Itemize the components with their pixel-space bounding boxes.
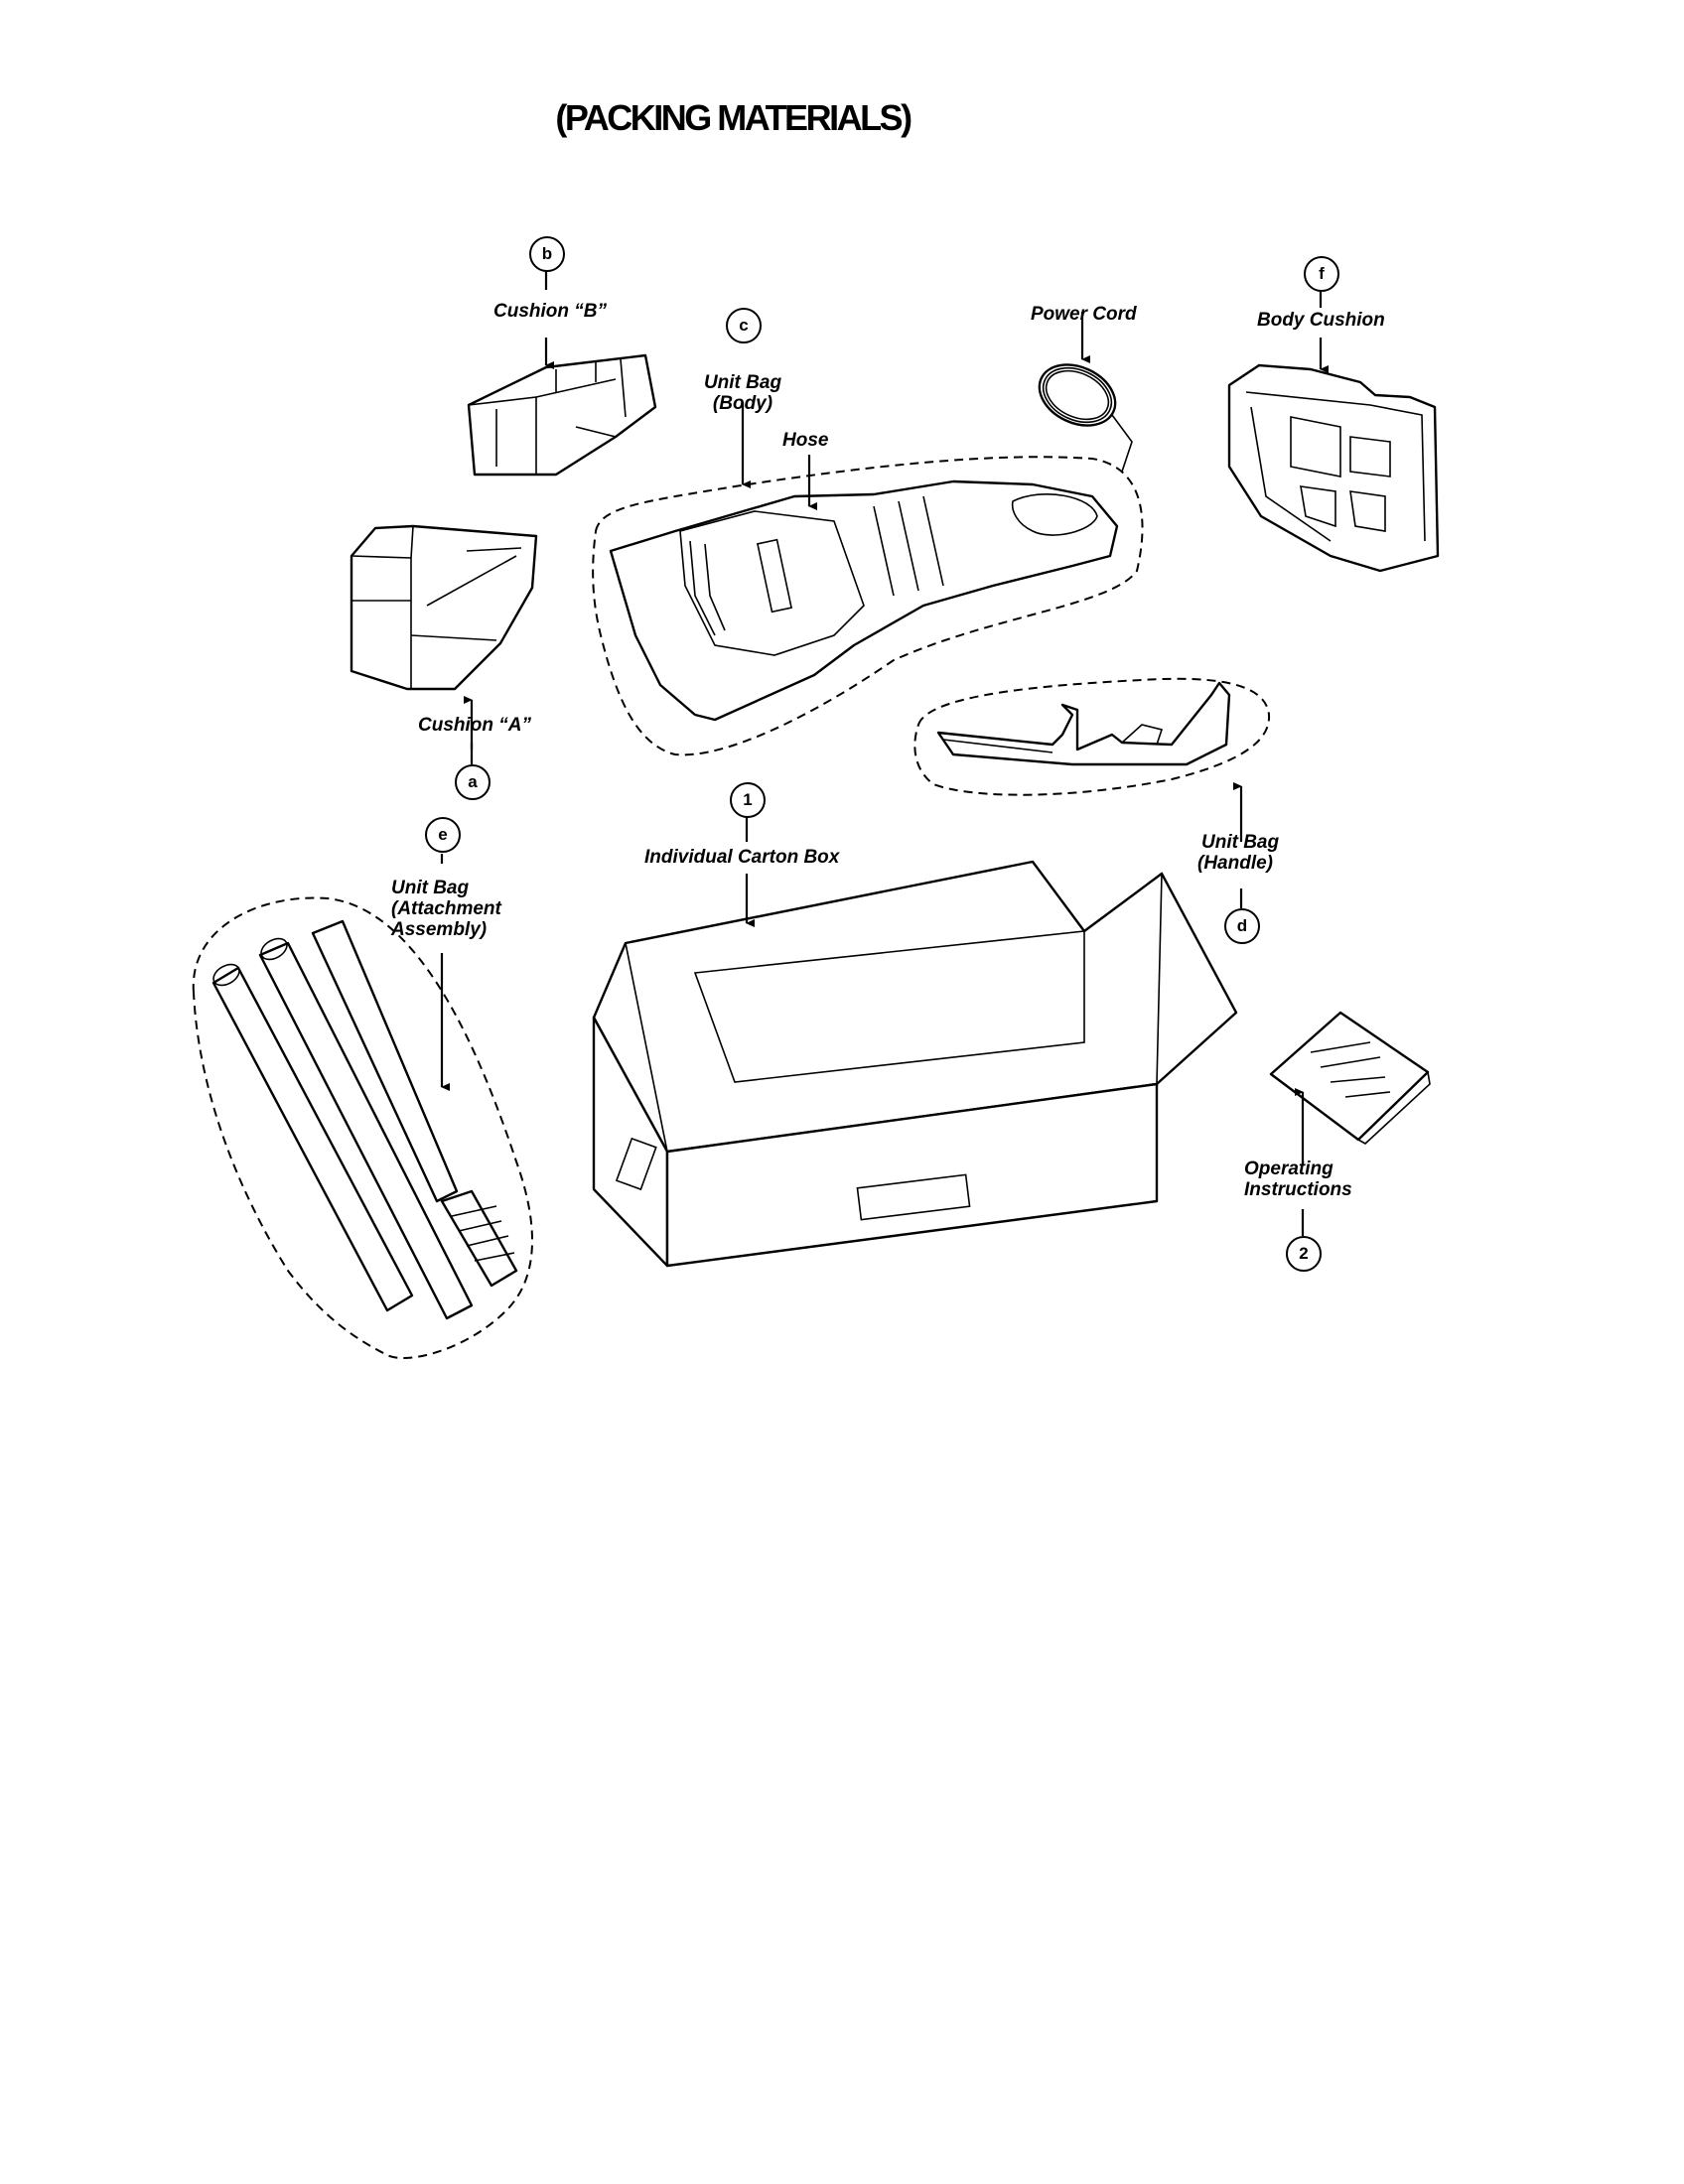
body-cushion-part — [1227, 363, 1440, 573]
cushion-b-part — [467, 353, 657, 477]
label-body-cushion: Body Cushion — [1257, 310, 1385, 331]
callout-d: d — [1224, 908, 1260, 944]
callout-b: b — [529, 236, 565, 272]
label-carton-box: Individual Carton Box — [644, 847, 840, 868]
unit-bag-handle-outline — [913, 677, 1271, 796]
callout-f: f — [1304, 256, 1339, 292]
attachment-tubes-part — [211, 919, 518, 1320]
label-operating-instructions-line1: Operating — [1244, 1159, 1333, 1179]
callout-e: e — [425, 817, 461, 853]
unit-bag-attachment-outline — [192, 896, 533, 1359]
label-cushion-a: Cushion “A” — [418, 715, 531, 736]
handle-part — [936, 681, 1231, 766]
unit-bag-body-outline — [592, 456, 1144, 756]
cushion-a-part — [350, 524, 538, 691]
label-hose: Hose — [782, 430, 829, 451]
callout-2: 2 — [1286, 1236, 1322, 1272]
label-unit-bag-handle-line1: Unit Bag — [1201, 832, 1280, 853]
callout-1: 1 — [730, 782, 766, 818]
label-unit-bag-attachment-line2: (Attachment — [391, 898, 501, 919]
label-unit-bag-body-line1: Unit Bag — [703, 372, 782, 393]
vacuum-body-part — [609, 479, 1119, 722]
page-title: (PACKING MATERIALS) — [555, 97, 912, 138]
label-cushion-b: Cushion “B” — [493, 301, 607, 322]
operating-instructions-part — [1269, 1011, 1431, 1145]
label-power-cord: Power Cord — [1031, 304, 1137, 325]
label-unit-bag-body-line2: (Body) — [712, 393, 773, 414]
callout-a: a — [455, 764, 491, 800]
label-unit-bag-attachment-line1: Unit Bag — [391, 878, 470, 898]
label-unit-bag-attachment-line3: Assembly) — [391, 919, 488, 940]
carton-box-part — [592, 860, 1238, 1268]
power-cord-part — [1038, 363, 1133, 473]
label-operating-instructions-line2: Instructions — [1244, 1179, 1352, 1200]
callout-c: c — [726, 308, 762, 343]
label-unit-bag-handle-line2: (Handle) — [1197, 853, 1273, 874]
